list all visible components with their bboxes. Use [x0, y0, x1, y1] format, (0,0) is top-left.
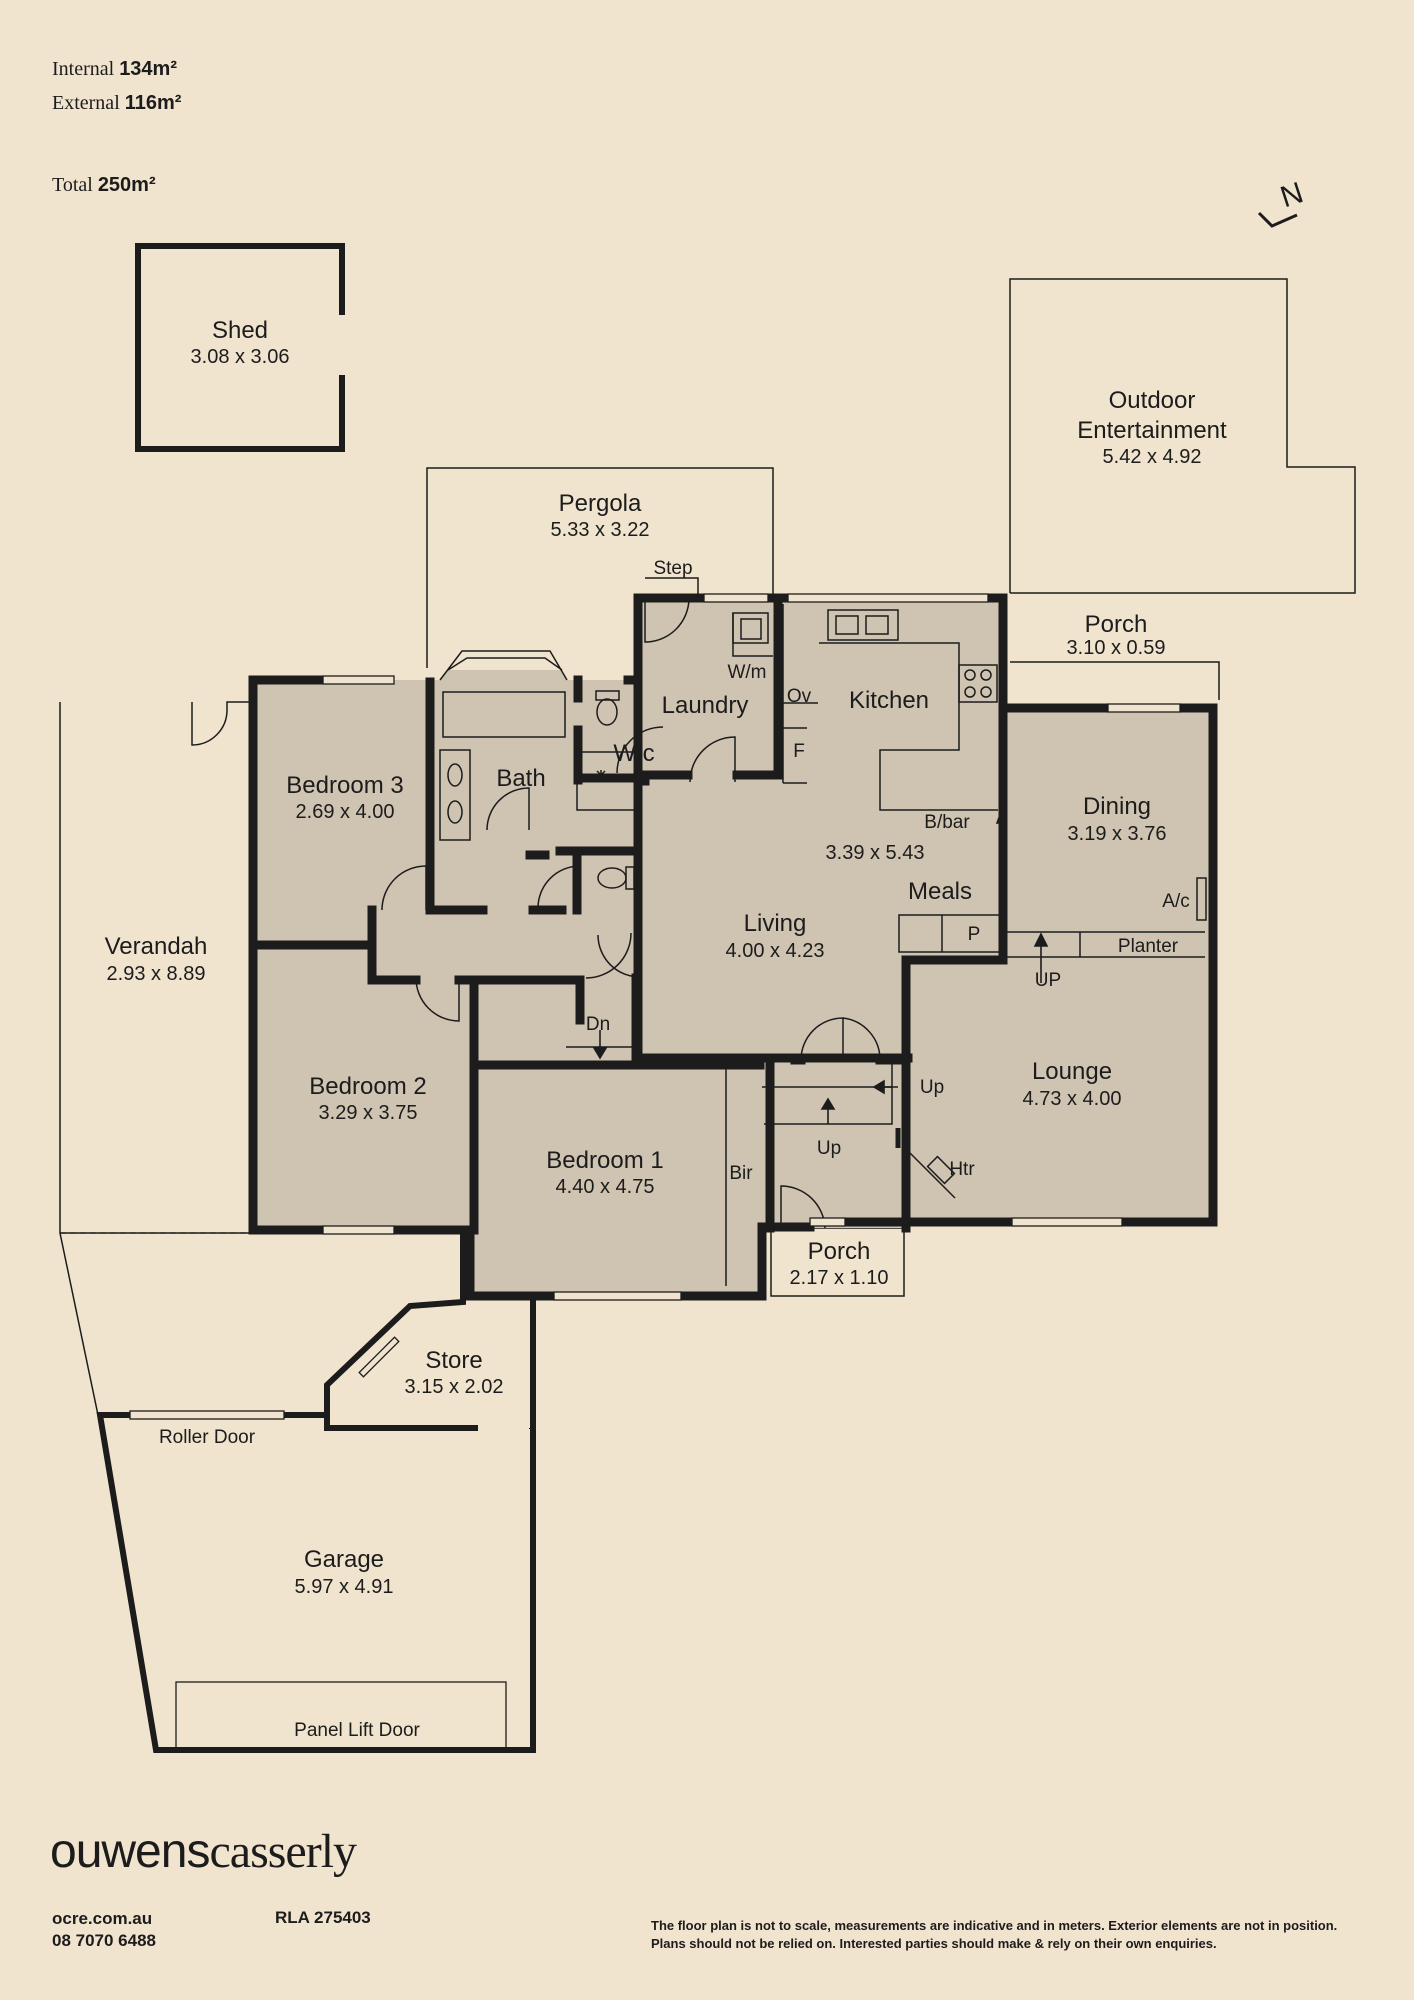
- fridge-label: F: [793, 741, 805, 762]
- pergola-dims: 5.33 x 3.22: [551, 519, 650, 541]
- meals-name: Meals: [908, 878, 972, 905]
- brand-logo: ouwenscasserly: [50, 1825, 357, 1878]
- pergola-name: Pergola: [559, 490, 642, 517]
- rla-number: RLA 275403: [275, 1908, 371, 1927]
- garage-dims: 5.97 x 4.91: [295, 1576, 394, 1598]
- north-arrow-icon: N: [1257, 176, 1307, 228]
- roller-door-label: Roller Door: [159, 1427, 256, 1448]
- windows: [129, 593, 1181, 1751]
- cooktop: [958, 664, 998, 703]
- outdoor-name-1: Outdoor: [1109, 387, 1196, 414]
- house-interior: [253, 598, 1213, 1296]
- bedroom1-name: Bedroom 1: [546, 1147, 663, 1174]
- heater-label: Htr: [949, 1159, 975, 1180]
- area-summary: Internal 134m² External 116m² Total 250m…: [52, 52, 181, 202]
- garage-name: Garage: [304, 1546, 384, 1573]
- outdoor-dims: 5.42 x 4.92: [1103, 446, 1202, 468]
- ac-label: A/c: [1162, 891, 1189, 912]
- phone-number: 08 7070 6488: [52, 1931, 156, 1950]
- dining-dims: 3.19 x 3.76: [1068, 823, 1167, 845]
- rear-porch-area: [1010, 661, 1220, 700]
- store-dims: 3.15 x 2.02: [405, 1376, 504, 1398]
- heater: [926, 1155, 956, 1185]
- up-hall-label: Up: [920, 1077, 944, 1098]
- built-in-robe-label: Bir: [729, 1163, 753, 1184]
- internal-area: Internal 134m²: [52, 58, 177, 80]
- bath-name: Bath: [496, 765, 545, 792]
- rear-porch-dims: 3.10 x 0.59: [1067, 637, 1166, 659]
- kitchen-sink: [827, 609, 899, 641]
- lounge-name: Lounge: [1032, 1058, 1112, 1085]
- verandah-name: Verandah: [105, 933, 208, 960]
- wc-name: W/c: [613, 740, 654, 767]
- kitchen-dims: 3.39 x 5.43: [826, 842, 925, 864]
- down-label: Dn: [586, 1014, 610, 1035]
- store-name: Store: [425, 1347, 482, 1374]
- rear-porch-name: Porch: [1085, 611, 1148, 638]
- kitchen-name: Kitchen: [849, 687, 929, 714]
- house-walls: [248, 593, 1218, 1301]
- step-label: Step: [653, 558, 692, 579]
- north-label: N: [1276, 176, 1307, 214]
- oven-label: Ov: [787, 686, 812, 707]
- lounge-dims: 4.73 x 4.00: [1023, 1088, 1122, 1110]
- breakfast-bar-label: B/bar: [924, 812, 970, 833]
- bathtub: [442, 691, 566, 738]
- up-entry-label: Up: [817, 1138, 841, 1159]
- panel-lift-door-label: Panel Lift Door: [294, 1720, 420, 1741]
- pergola-area: [426, 467, 774, 668]
- vanity: [439, 749, 471, 841]
- contact-info: ocre.com.au 08 7070 6488: [52, 1908, 156, 1952]
- laundry-name: Laundry: [662, 692, 749, 719]
- outdoor-entertainment-area: [1009, 278, 1356, 594]
- dining-name: Dining: [1083, 793, 1151, 820]
- front-porch-name: Porch: [808, 1238, 871, 1265]
- bedroom3-dims: 2.69 x 4.00: [296, 801, 395, 823]
- air-conditioner: [1196, 877, 1207, 921]
- step-outline: [645, 577, 699, 596]
- external-area: External 116m²: [52, 92, 182, 114]
- toilet: [597, 867, 627, 889]
- garage-walls: [96, 1230, 536, 1753]
- shed-dims: 3.08 x 3.06: [191, 346, 290, 368]
- disclaimer-text: The floor plan is not to scale, measurem…: [651, 1918, 1338, 1951]
- total-area: Total 250m²: [52, 174, 156, 196]
- front-porch-dims: 2.17 x 1.10: [790, 1267, 889, 1289]
- living-name: Living: [744, 910, 807, 937]
- pantry-label: P: [968, 924, 981, 945]
- bedroom2-name: Bedroom 2: [309, 1073, 426, 1100]
- bedroom1-dims: 4.40 x 4.75: [556, 1176, 655, 1198]
- verandah-dims: 2.93 x 8.89: [107, 963, 206, 985]
- shed-walls: [135, 243, 345, 452]
- shed-name: Shed: [212, 317, 268, 344]
- bedroom3-name: Bedroom 3: [286, 772, 403, 799]
- planter-label: Planter: [1118, 936, 1179, 957]
- verandah-area: [59, 701, 250, 1416]
- living-dims: 4.00 x 4.23: [726, 940, 825, 962]
- bedroom2-dims: 3.29 x 3.75: [319, 1102, 418, 1124]
- wc-toilet: [596, 698, 618, 726]
- washing-machine-label: W/m: [727, 662, 766, 683]
- up-dining-label: UP: [1035, 970, 1061, 991]
- website-link[interactable]: ocre.com.au: [52, 1909, 153, 1928]
- outdoor-name-2: Entertainment: [1077, 417, 1227, 444]
